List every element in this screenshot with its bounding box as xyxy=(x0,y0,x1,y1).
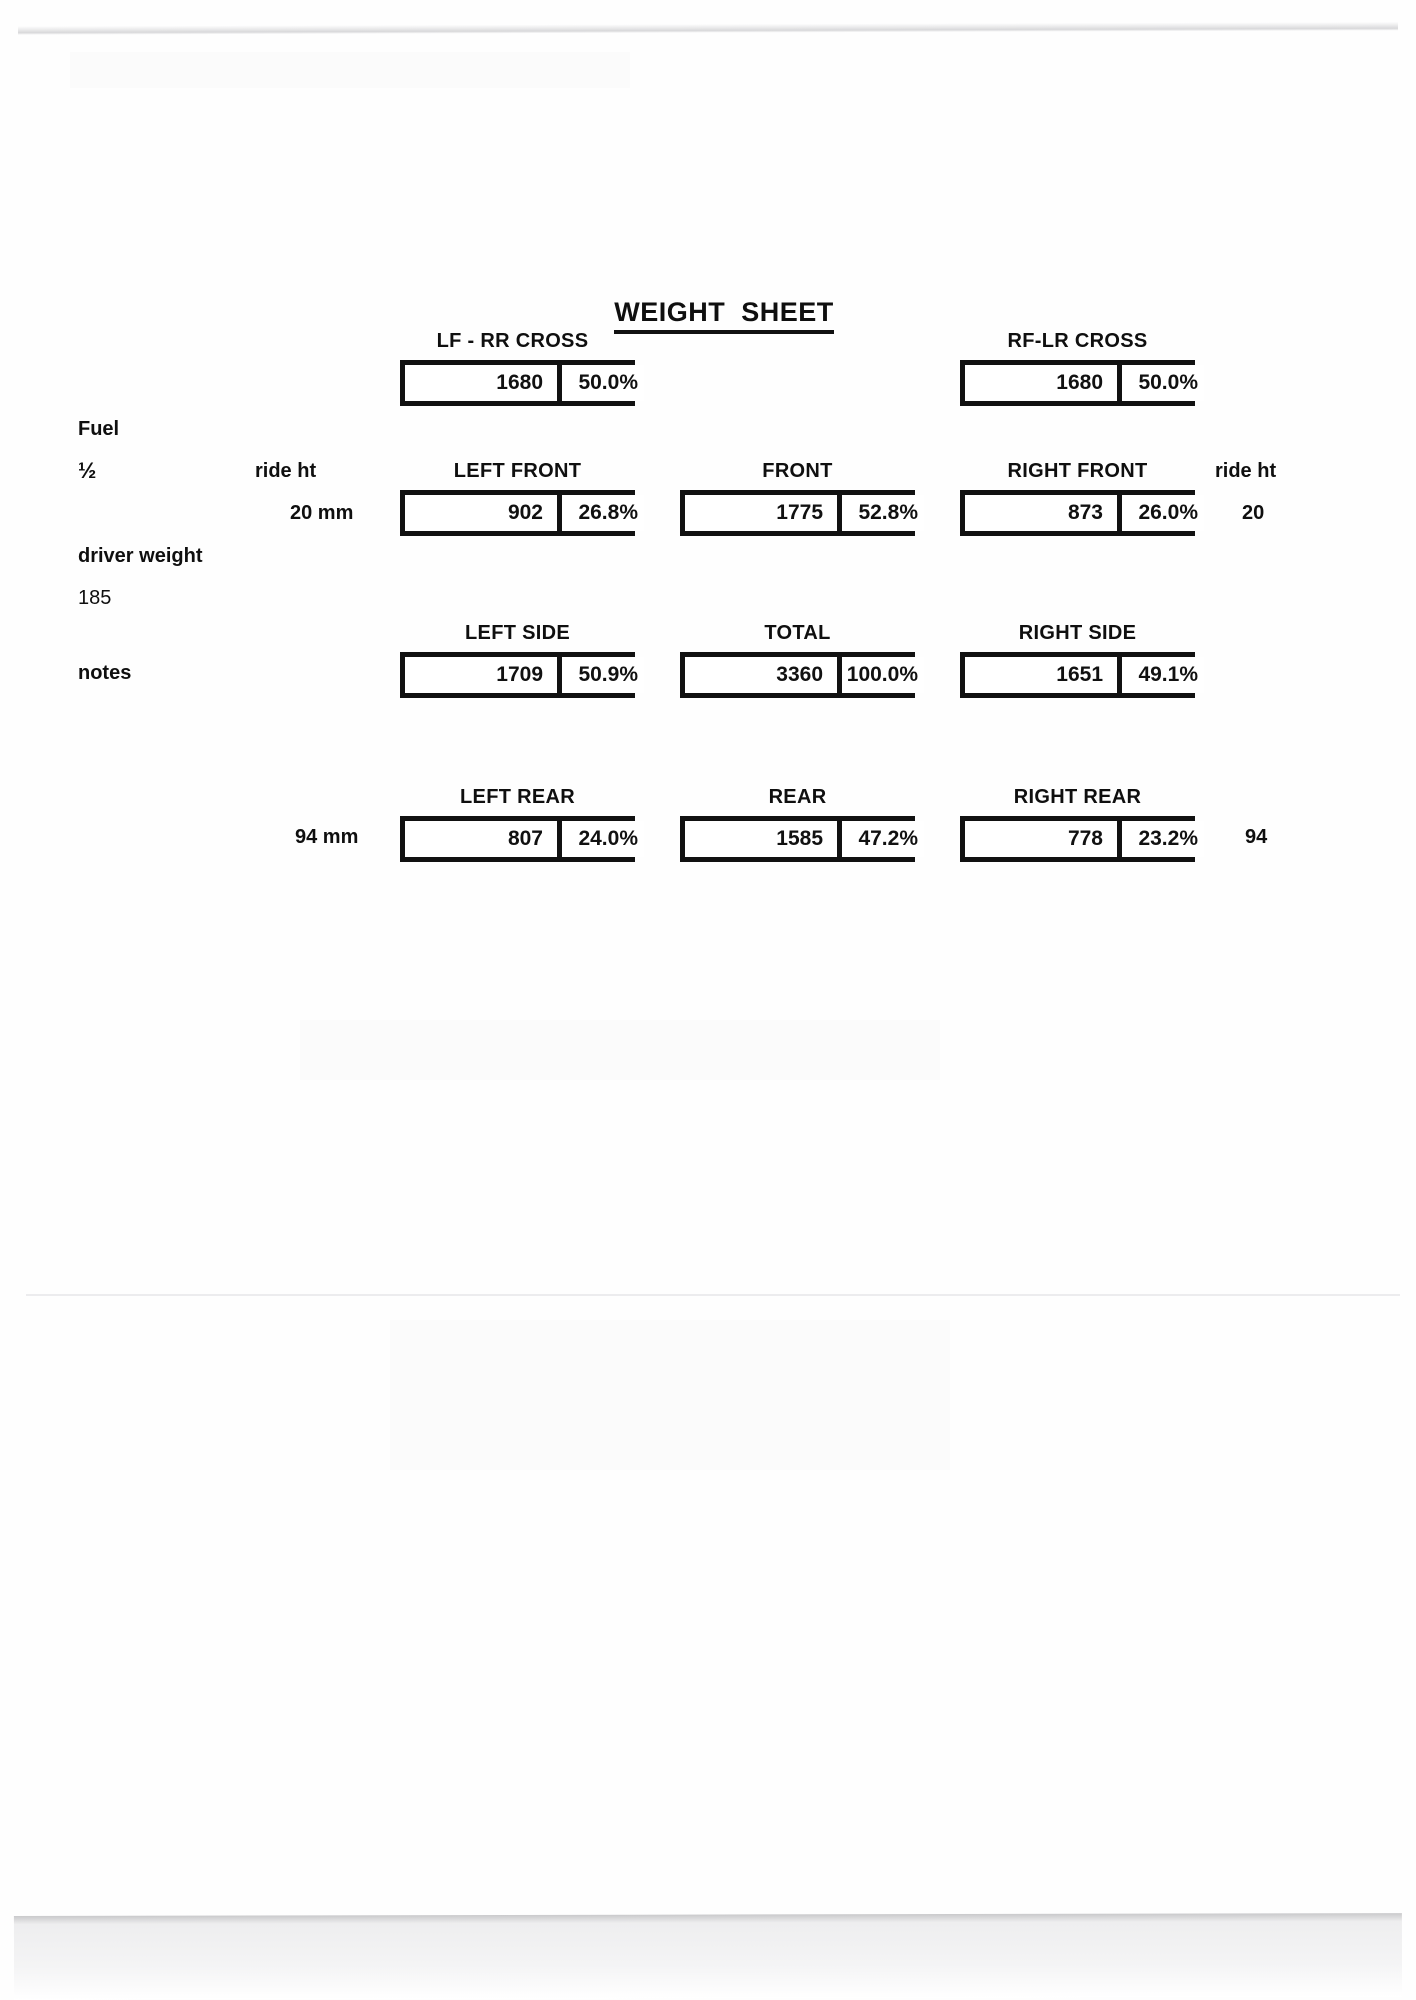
rf-lr-cross-percent[interactable]: 50.0% xyxy=(1122,365,1204,401)
caption-lf-rr-cross: LF - RR CROSS xyxy=(436,330,589,352)
ride-height-front-right-value[interactable]: 20 xyxy=(1242,502,1265,524)
right-side-percent[interactable]: 49.1% xyxy=(1122,657,1204,693)
front-percent[interactable]: 52.8% xyxy=(842,495,924,531)
lf-rr-cross-weight[interactable]: 1680 xyxy=(405,365,557,401)
ride-height-rear-right-value[interactable]: 94 xyxy=(1245,826,1268,848)
right-rear-percent[interactable]: 23.2% xyxy=(1122,821,1204,857)
caption-rear: REAR xyxy=(768,786,827,808)
caption-right-side: RIGHT SIDE xyxy=(1018,622,1137,644)
right-rear-weight[interactable]: 778 xyxy=(965,821,1117,857)
caption-total: TOTAL xyxy=(764,622,831,644)
ride-height-front-left-value[interactable]: 20 mm xyxy=(290,502,354,524)
ride-height-right-label: ride ht xyxy=(1215,460,1277,482)
driver-weight-label: driver weight xyxy=(78,545,203,567)
box-left-rear[interactable]: 807 24.0% xyxy=(400,816,644,862)
fuel-label: Fuel xyxy=(78,418,120,440)
page-title-text: WEIGHT SHEET xyxy=(614,297,834,334)
rear-percent[interactable]: 47.2% xyxy=(842,821,924,857)
box-left-side[interactable]: 1709 50.9% xyxy=(400,652,644,698)
notes-label: notes xyxy=(78,662,132,684)
driver-weight-value[interactable]: 185 xyxy=(78,587,112,609)
left-rear-weight[interactable]: 807 xyxy=(405,821,557,857)
caption-right-front: RIGHT FRONT xyxy=(1007,460,1148,482)
rf-lr-cross-weight[interactable]: 1680 xyxy=(965,365,1117,401)
page-title: WEIGHT SHEET xyxy=(0,266,1416,365)
caption-left-rear: LEFT REAR xyxy=(460,786,575,808)
scan-noise-middle xyxy=(300,1020,940,1080)
box-right-front[interactable]: 873 26.0% xyxy=(960,490,1204,536)
box-rf-lr-cross[interactable]: 1680 50.0% xyxy=(960,360,1204,406)
total-percent[interactable]: 100.0% xyxy=(842,657,924,693)
box-rear[interactable]: 1585 47.2% xyxy=(680,816,924,862)
caption-left-front: LEFT FRONT xyxy=(453,460,582,482)
box-front[interactable]: 1775 52.8% xyxy=(680,490,924,536)
total-weight[interactable]: 3360 xyxy=(685,657,837,693)
left-front-weight[interactable]: 902 xyxy=(405,495,557,531)
scan-fold-line xyxy=(26,1294,1400,1296)
left-side-weight[interactable]: 1709 xyxy=(405,657,557,693)
caption-right-rear: RIGHT REAR xyxy=(1013,786,1142,808)
ride-height-rear-left-value[interactable]: 94 mm xyxy=(295,826,359,848)
right-front-weight[interactable]: 873 xyxy=(965,495,1117,531)
box-lf-rr-cross[interactable]: 1680 50.0% xyxy=(400,360,644,406)
left-side-percent[interactable]: 50.9% xyxy=(562,657,644,693)
scan-noise-lower xyxy=(390,1320,950,1470)
box-right-side[interactable]: 1651 49.1% xyxy=(960,652,1204,698)
ride-height-left-label: ride ht xyxy=(255,460,317,482)
scan-noise-top xyxy=(70,52,630,88)
right-front-percent[interactable]: 26.0% xyxy=(1122,495,1204,531)
left-front-percent[interactable]: 26.8% xyxy=(562,495,644,531)
lf-rr-cross-percent[interactable]: 50.0% xyxy=(562,365,644,401)
fuel-value[interactable]: ½ xyxy=(78,458,97,483)
box-right-rear[interactable]: 778 23.2% xyxy=(960,816,1204,862)
front-weight[interactable]: 1775 xyxy=(685,495,837,531)
box-total[interactable]: 3360 100.0% xyxy=(680,652,924,698)
caption-rf-lr-cross: RF-LR CROSS xyxy=(1007,330,1148,352)
right-side-weight[interactable]: 1651 xyxy=(965,657,1117,693)
rear-weight[interactable]: 1585 xyxy=(685,821,837,857)
box-left-front[interactable]: 902 26.8% xyxy=(400,490,644,536)
caption-front: FRONT xyxy=(762,460,833,482)
caption-left-side: LEFT SIDE xyxy=(465,622,570,644)
left-rear-percent[interactable]: 24.0% xyxy=(562,821,644,857)
